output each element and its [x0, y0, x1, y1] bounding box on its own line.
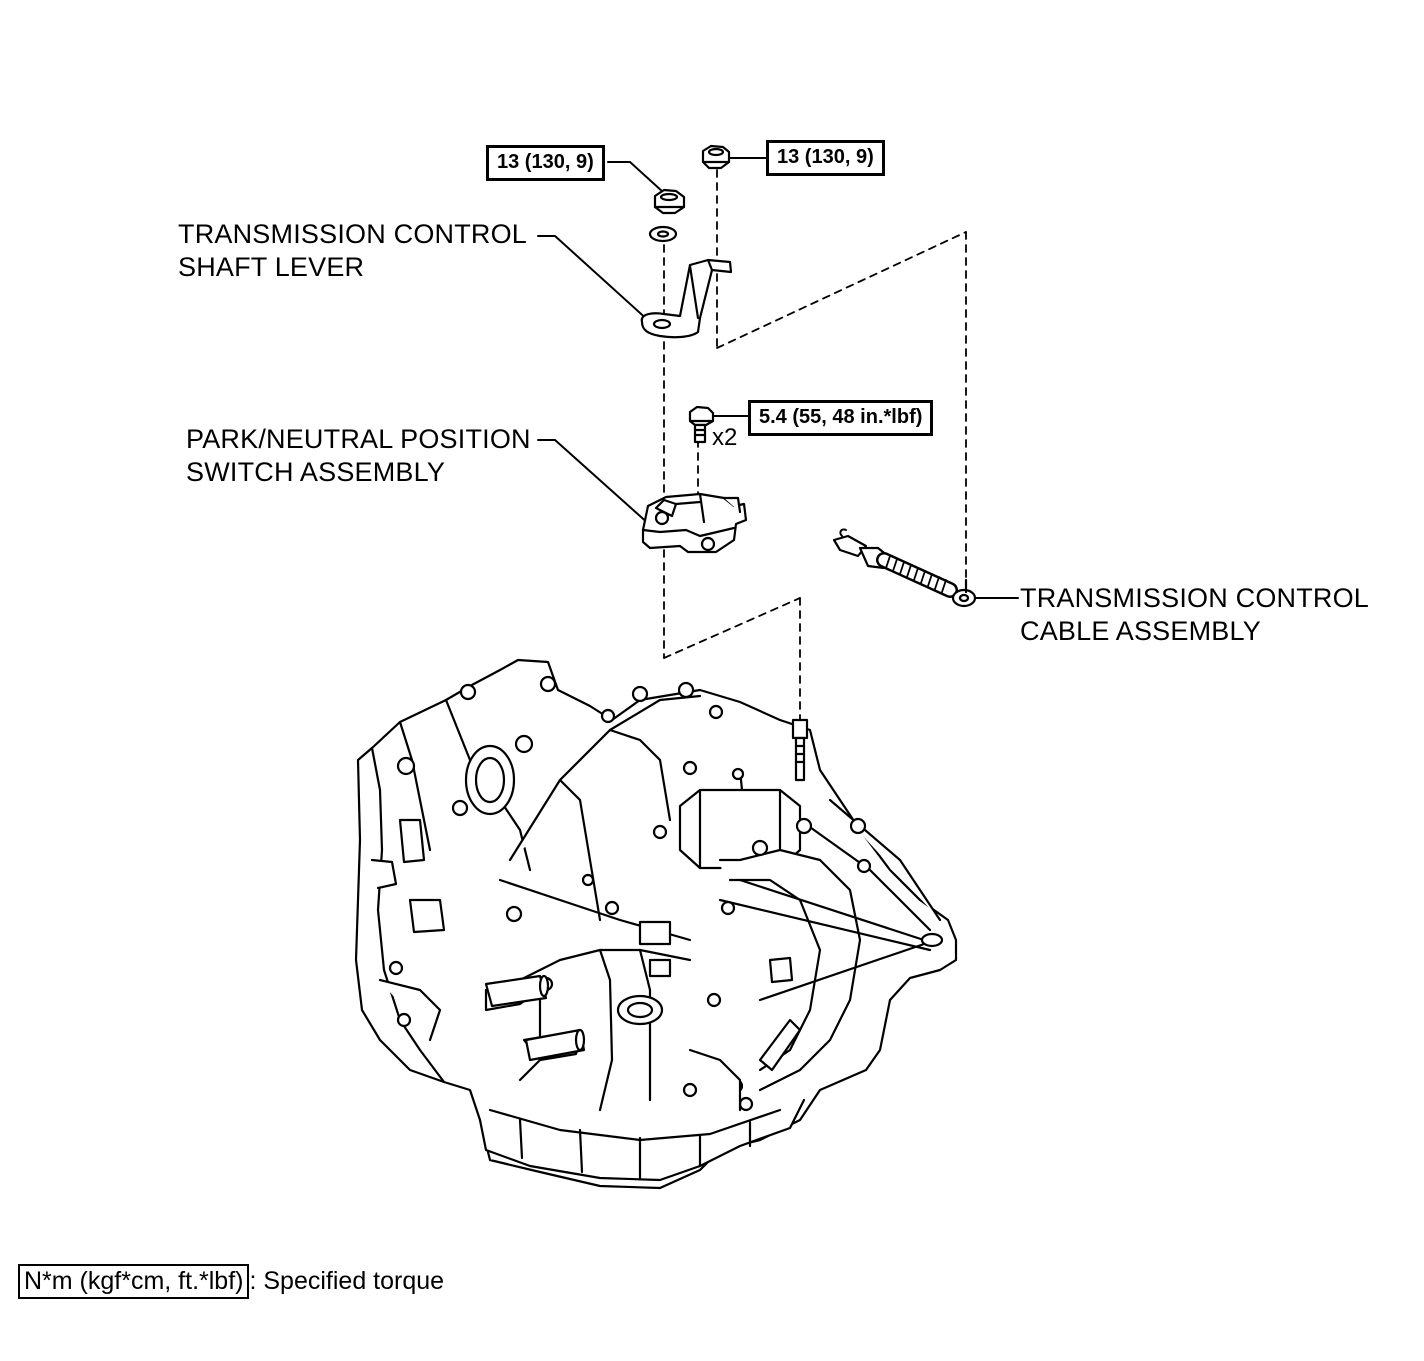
label-control-cable-line2: CABLE ASSEMBLY [1020, 616, 1261, 646]
label-pnp-switch-line2: SWITCH ASSEMBLY [186, 457, 446, 487]
torque-switch-bolt: 5.4 (55, 48 in.*lbf) [748, 400, 934, 436]
label-control-cable-line1: TRANSMISSION CONTROL [1020, 583, 1370, 613]
label-pnp-switch: PARK/NEUTRAL POSITION SWITCH ASSEMBLY [186, 423, 531, 489]
label-shaft-lever-line1: TRANSMISSION CONTROL [178, 219, 528, 249]
torque-cable-nut: 13 (130, 9) [766, 140, 885, 176]
torque-legend: N*m (kgf*cm, ft.*lbf) : Specified torque [18, 1264, 444, 1299]
switch-bolt-icon [688, 405, 715, 444]
lever-nut-icon [653, 188, 686, 215]
label-shaft-lever-line2: SHAFT LEVER [178, 252, 365, 282]
legend-unit-box: N*m (kgf*cm, ft.*lbf) [18, 1264, 250, 1299]
pnp-switch-part [641, 492, 748, 554]
label-shaft-lever: TRANSMISSION CONTROL SHAFT LEVER [178, 218, 527, 284]
washer-icon [648, 225, 678, 243]
legend-text: : Specified torque [249, 1267, 445, 1295]
leader-lines [537, 157, 1019, 599]
label-control-cable: TRANSMISSION CONTROL CABLE ASSEMBLY [1020, 582, 1369, 648]
transaxle-assembly [354, 658, 958, 1190]
bolt-quantity: x2 [712, 424, 738, 451]
alignment-lines [663, 169, 967, 731]
cable-nut-icon [701, 144, 731, 170]
label-pnp-switch-line1: PARK/NEUTRAL POSITION [186, 424, 531, 454]
shaft-lever-part [640, 258, 733, 339]
control-cable-part [832, 528, 977, 608]
torque-lever-nut: 13 (130, 9) [486, 145, 605, 181]
